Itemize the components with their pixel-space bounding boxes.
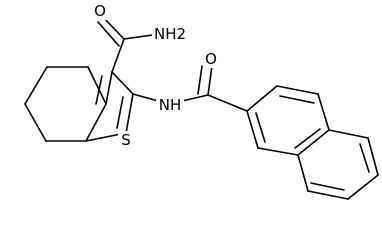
bond	[310, 182, 345, 191]
bond	[317, 93, 330, 131]
bond	[207, 94, 248, 112]
bond	[85, 103, 107, 142]
atom-oxygen-right: O	[203, 50, 219, 68]
bond	[24, 103, 47, 142]
atom-amine-nh2: NH2	[152, 25, 194, 43]
bond	[257, 147, 299, 156]
cyclohexane-ring	[24, 66, 107, 142]
bond	[95, 75, 103, 105]
bond	[294, 128, 321, 149]
bond	[255, 112, 266, 143]
atom-sulfur: S	[118, 131, 134, 149]
bond	[111, 71, 134, 95]
bond	[125, 93, 134, 134]
bond	[87, 66, 107, 105]
bond	[307, 190, 349, 200]
bond	[24, 66, 48, 105]
molecule-structure: O NH2 NH S O	[24, 2, 379, 200]
bond	[297, 129, 330, 156]
bond	[105, 71, 113, 105]
bond	[246, 110, 259, 149]
bond	[246, 85, 278, 112]
carboxamide-group	[97, 15, 161, 73]
bond	[347, 174, 379, 200]
bond	[197, 65, 203, 95]
bond	[116, 96, 124, 129]
naphthalene-ring-system	[246, 85, 379, 200]
atom-label: NH2	[154, 25, 186, 43]
atom-label: O	[205, 50, 217, 68]
bond	[297, 154, 309, 192]
thiophene-ring	[85, 71, 134, 142]
atom-oxygen-top: O	[92, 2, 108, 20]
bond	[328, 129, 369, 139]
bond	[97, 21, 120, 47]
atom-label: O	[94, 2, 106, 20]
bond	[367, 137, 379, 176]
atom-label: NH	[159, 96, 182, 114]
bond	[111, 38, 125, 73]
bond	[207, 65, 213, 96]
bond	[359, 143, 370, 173]
amide-linker	[132, 65, 248, 112]
atom-amide-nh: NH	[156, 96, 184, 114]
atom-label: S	[121, 131, 131, 149]
bond	[279, 95, 315, 104]
bond	[276, 85, 319, 95]
